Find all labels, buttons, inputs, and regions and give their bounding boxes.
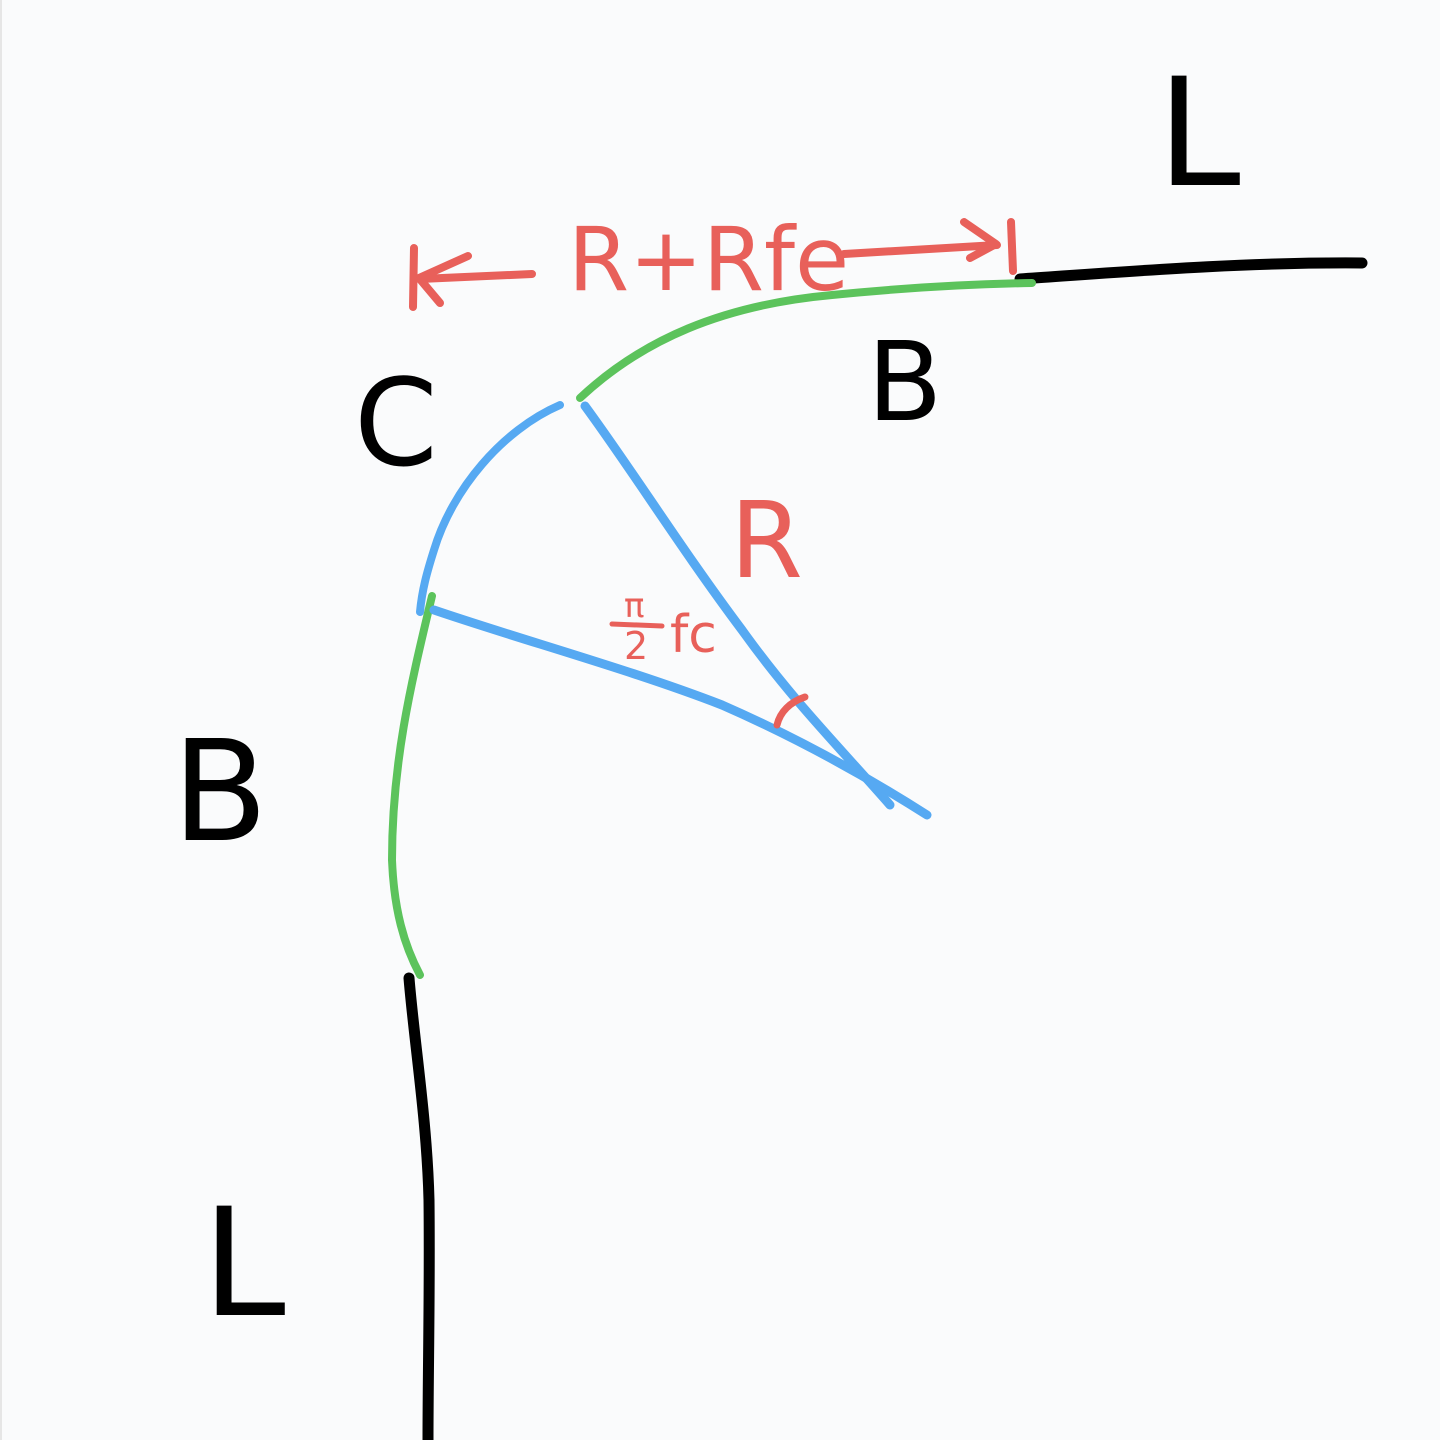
label-transition-top: B — [867, 318, 942, 446]
label-angle-fraction-bar — [609, 621, 665, 629]
angle-marker — [773, 693, 809, 729]
span-arrow-right-head — [960, 218, 1000, 262]
label-arc: C — [354, 355, 438, 494]
straight-line-top — [1014, 257, 1368, 285]
label-radius: R — [730, 480, 803, 602]
circular-arc — [416, 401, 564, 616]
label-angle-denominator: 2 — [624, 624, 648, 668]
radius-line-lower — [429, 605, 932, 820]
label-transition-left: B — [172, 711, 268, 874]
span-arrow-right-bar — [1007, 218, 1017, 275]
span-arrow-left-bar — [409, 244, 418, 311]
span-arrow-right-shaft — [840, 241, 1001, 258]
label-span: R+Rfe — [568, 208, 849, 311]
label-angle-factor: fc — [670, 605, 717, 665]
span-arrow — [409, 218, 1017, 311]
transition-curve-top — [576, 279, 1036, 402]
span-arrow-left-shaft — [416, 270, 536, 283]
radius-line-upper — [580, 401, 895, 810]
label-angle-numerator: π — [624, 586, 644, 626]
straight-line-bottom — [403, 972, 435, 1440]
transition-curve-left — [388, 592, 436, 979]
label-straight-bottom: L — [202, 1177, 286, 1351]
label-angle: π 2 fc — [609, 586, 717, 668]
label-straight-top: L — [1157, 47, 1241, 221]
